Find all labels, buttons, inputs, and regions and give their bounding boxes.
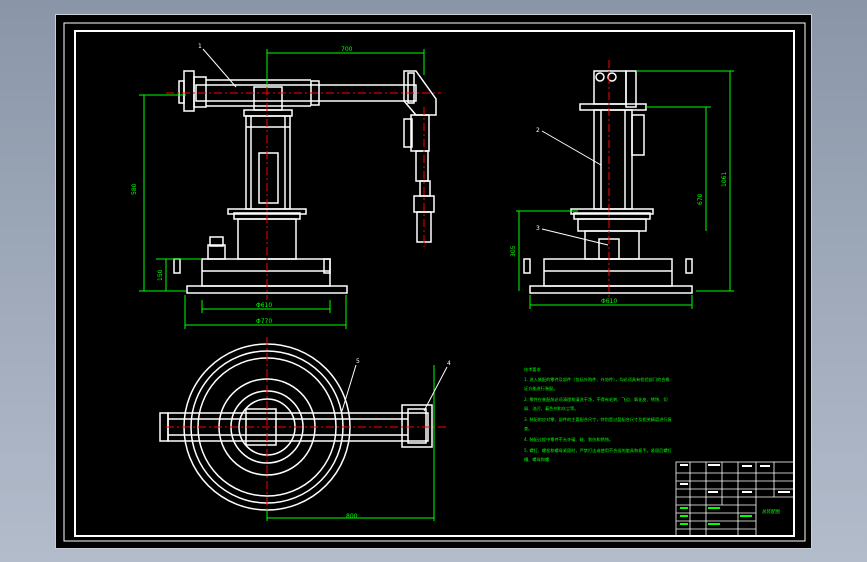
cad-viewport[interactable]: 700 580 150 Φ610 Φ770 1 <box>55 14 812 549</box>
title-block-glyphs <box>680 464 790 493</box>
assembly-drawing: 700 580 150 Φ610 Φ770 1 <box>63 22 806 542</box>
inner-frame <box>74 30 795 537</box>
notes-heading: 技术要求 <box>524 366 542 373</box>
dim-base-outer: Φ770 <box>256 318 272 325</box>
title-block <box>675 461 795 537</box>
dim-base-height: 150 <box>157 269 164 281</box>
note-line: 槽、螺母和螺 <box>524 456 549 463</box>
plan-centerlines <box>166 337 446 517</box>
side-shoulder <box>593 70 627 105</box>
outer-frame <box>63 22 806 542</box>
note-line: 2. 零件在装配前必须清理和清洗干净，不得有毛刺、飞边、氧化皮、锈蚀、切 <box>524 396 668 403</box>
balloon-3: 3 <box>536 225 540 232</box>
drawing-name: 总装配图 <box>762 508 780 515</box>
note-line: 屑、油污、着色剂和灰尘等。 <box>524 405 578 412</box>
dim-side-upper: 670 <box>697 193 704 205</box>
note-line: 3. 装配前应对零、部件的主要配合尺寸，特别是过盈配合尺寸及相关精度进行复 <box>524 416 673 423</box>
side-column <box>593 109 633 210</box>
note-line: 1. 进入装配的零件及部件（包括外购件、外协件），均必须具有检验部门的合格 <box>524 376 670 383</box>
dim-plan-reach: 800 <box>346 513 358 520</box>
arm-beam <box>195 84 417 102</box>
front-dimensions <box>139 49 425 329</box>
note-line: 查。 <box>524 425 532 432</box>
front-centerlines <box>166 55 441 300</box>
upper-column <box>245 115 291 210</box>
note-line: 5. 螺钉、螺栓和螺母紧固时，严禁打击或使用不合适的旋具和扳手。紧固后螺钉 <box>524 447 673 454</box>
note-line: 4. 装配过程中零件不允许磕、碰、划伤和锈蚀。 <box>524 436 613 443</box>
balloon-5: 5 <box>356 358 360 365</box>
title-block-green-glyphs <box>680 507 752 525</box>
dim-top-span: 700 <box>341 46 353 53</box>
dim-left-height: 580 <box>131 183 138 195</box>
dim-side-base: Φ610 <box>601 298 617 305</box>
dim-side-lower: 305 <box>510 245 517 257</box>
front-view <box>173 70 437 294</box>
side-base-plate <box>529 285 693 294</box>
dim-side-total: 1061 <box>721 172 728 187</box>
technical-notes: 技术要求 1. 进入装配的零件及部件（包括外购件、外协件），均必须具有检验部门的… <box>524 366 673 463</box>
side-view <box>523 70 693 294</box>
side-dimensions <box>516 70 734 309</box>
note-line: 证方能进行装配。 <box>524 385 558 392</box>
base-housing <box>201 258 331 287</box>
dim-base-inner: Φ610 <box>256 302 272 309</box>
balloon-1: 1 <box>198 43 202 50</box>
balloon-2: 2 <box>536 127 540 134</box>
balloon-4: 4 <box>447 360 451 367</box>
